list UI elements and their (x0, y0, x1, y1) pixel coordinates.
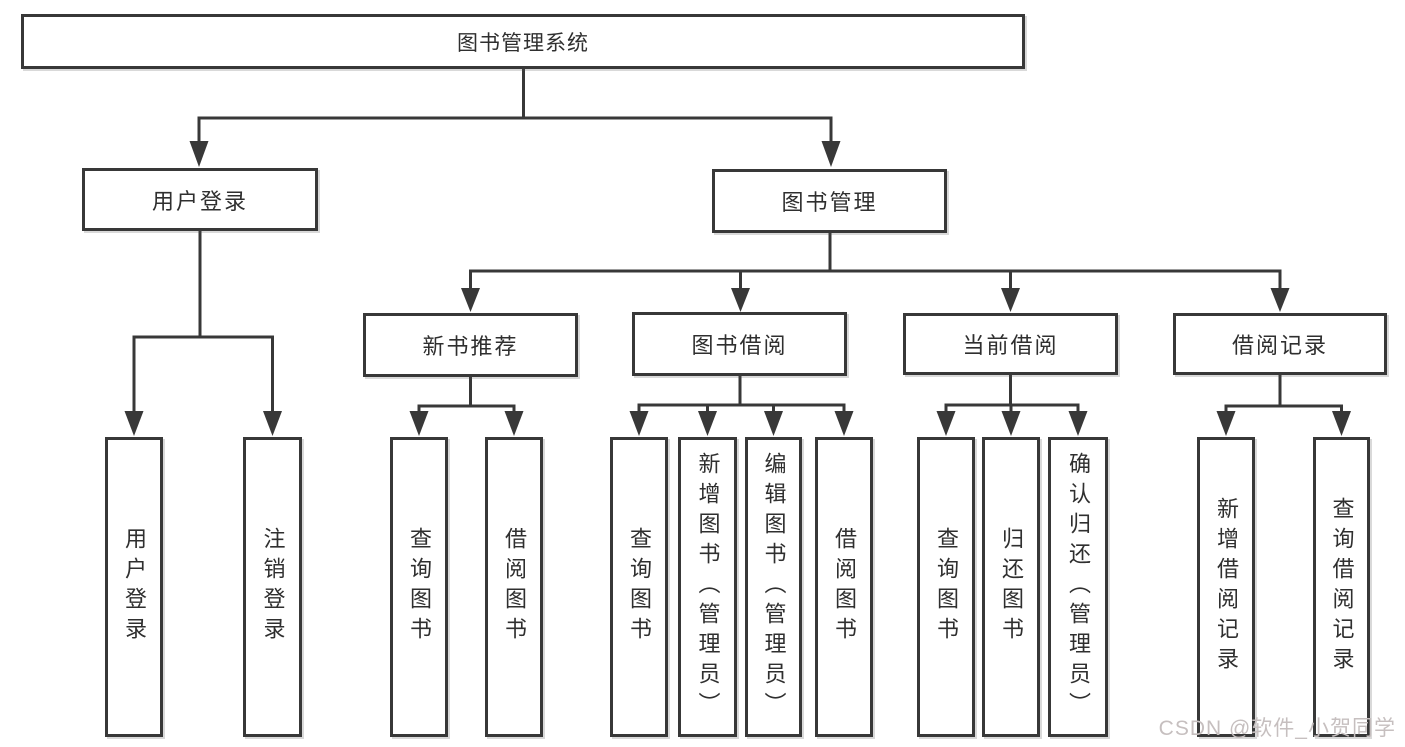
leaf-query-borrow-record: 查询借阅记录 (1313, 437, 1370, 737)
leaf-borrow-books-recommend: 借阅图书 (485, 437, 543, 737)
leaf-query-books-current-label: 查询图书 (934, 527, 959, 647)
node-new-book-recommend: 新书推荐 (363, 313, 578, 377)
leaf-query-books-recommend-label: 查询图书 (407, 527, 432, 647)
leaf-logout-label: 注销登录 (260, 527, 286, 647)
node-new-book-recommend-label: 新书推荐 (422, 334, 519, 359)
leaf-query-borrow-record-label: 查询借阅记录 (1329, 497, 1355, 677)
leaf-return-books-label: 归还图书 (999, 527, 1024, 647)
leaf-query-books-borrow: 查询图书 (610, 437, 668, 737)
leaf-add-borrow-record: 新增借阅记录 (1197, 437, 1255, 737)
node-current-borrow-label: 当前借阅 (962, 333, 1059, 358)
leaf-add-borrow-record-label: 新增借阅记录 (1214, 497, 1239, 677)
leaf-confirm-return-admin: 确认归还（管理员） (1048, 437, 1108, 737)
node-book-management-label: 图书管理 (781, 190, 878, 215)
node-library-system-label: 图书管理系统 (457, 31, 589, 55)
node-book-borrow: 图书借阅 (632, 312, 847, 376)
leaf-query-books-recommend: 查询图书 (390, 437, 448, 737)
leaf-user-login-label: 用户登录 (122, 527, 147, 647)
csdn-watermark: CSDN @软件_小贺同学 (1158, 717, 1396, 740)
leaf-return-books: 归还图书 (982, 437, 1040, 737)
leaf-add-books-admin-label: 新增图书（管理员） (695, 452, 721, 722)
node-user-login-group: 用户登录 (82, 168, 318, 231)
leaf-confirm-return-admin-label: 确认归还（管理员） (1066, 452, 1091, 722)
node-current-borrow: 当前借阅 (903, 313, 1118, 375)
node-user-login-group-label: 用户登录 (151, 188, 248, 214)
node-borrow-records: 借阅记录 (1173, 313, 1387, 375)
node-library-system: 图书管理系统 (21, 14, 1025, 69)
leaf-borrow-books-recommend-label: 借阅图书 (502, 527, 527, 647)
leaf-logout: 注销登录 (243, 437, 302, 737)
node-book-management: 图书管理 (712, 169, 947, 233)
leaf-query-books-borrow-label: 查询图书 (627, 527, 652, 647)
node-borrow-records-label: 借阅记录 (1231, 333, 1328, 358)
leaf-edit-books-admin-label: 编辑图书（管理员） (761, 452, 787, 722)
leaf-borrow-books-label: 借阅图书 (832, 527, 857, 647)
leaf-add-books-admin: 新增图书（管理员） (678, 437, 737, 737)
node-book-borrow-label: 图书借阅 (691, 333, 788, 358)
leaf-user-login: 用户登录 (105, 437, 163, 737)
leaf-edit-books-admin: 编辑图书（管理员） (745, 437, 802, 737)
leaf-borrow-books: 借阅图书 (815, 437, 873, 737)
leaf-query-books-current: 查询图书 (917, 437, 975, 737)
